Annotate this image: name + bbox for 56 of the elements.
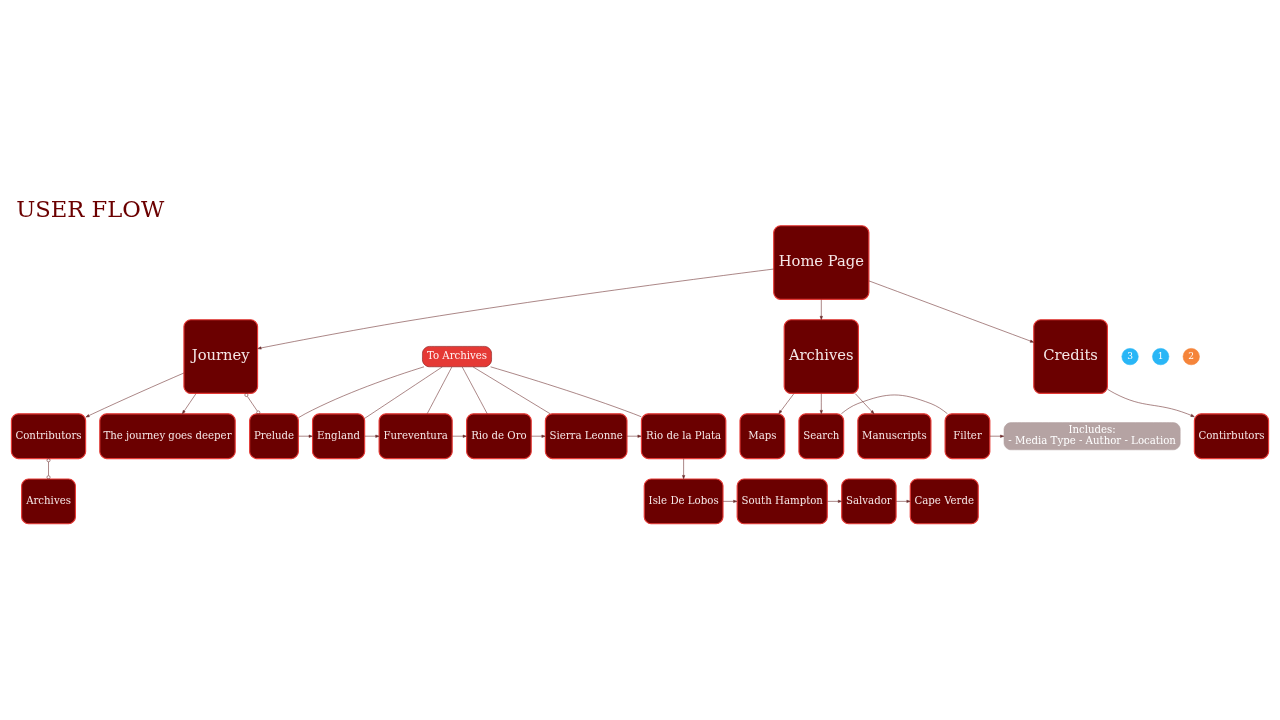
node-box: Credits [1033, 319, 1108, 394]
node-box: Prelude [249, 413, 299, 460]
node-box: South Hampton [736, 478, 828, 525]
node-box: Contirbutors [1193, 413, 1270, 460]
connector [364, 366, 443, 419]
arrow [364, 434, 380, 438]
node-box: Fureventura [378, 413, 453, 460]
arrow [855, 393, 875, 415]
node-circle: 1 [1152, 348, 1170, 366]
arrow [989, 434, 1005, 438]
node-circle: 2 [1182, 348, 1200, 366]
connector [461, 366, 488, 414]
connector [472, 366, 551, 414]
node-box: Rio de la Plata [640, 413, 727, 460]
node-box: Rio de Oro [466, 413, 532, 460]
node-box: Search [798, 413, 845, 460]
node-box: Cape Verde [909, 478, 979, 525]
node-circle: 3 [1121, 348, 1139, 366]
arrow [682, 458, 686, 480]
node-box: Journey [183, 319, 259, 394]
arrow [819, 393, 823, 415]
arrow [895, 499, 911, 503]
node-box: Salvador [841, 478, 897, 525]
connector [490, 366, 642, 418]
connector [46, 458, 51, 480]
node-box: Filter [944, 413, 991, 460]
node-box: England [311, 413, 366, 460]
node-box: To Archives [422, 346, 492, 368]
arrow [819, 299, 823, 320]
node-box: Includes: - Media Type - Author - Location [1003, 422, 1181, 451]
node-box: Isle De Lobos [643, 478, 724, 525]
node-box: Sierra Leonne [544, 413, 628, 460]
arrow [257, 268, 774, 350]
node-box: Contributors [10, 413, 87, 460]
arrow [182, 393, 197, 415]
connector [426, 366, 453, 414]
node-box: Archives [21, 478, 76, 525]
arrow [85, 372, 185, 418]
connector [298, 366, 425, 418]
node-box: Manuscripts [857, 413, 932, 460]
node-box: Home Page [773, 225, 870, 300]
arrow [451, 434, 467, 438]
connector [244, 393, 261, 415]
arrow [827, 499, 842, 503]
node-box: The journey goes deeper [99, 413, 236, 460]
arrow [722, 499, 738, 503]
arrow [778, 393, 795, 415]
arrow [531, 434, 546, 438]
connector [841, 394, 948, 415]
diagram-title: USER FLOW [16, 195, 165, 222]
node-box: Maps [739, 413, 786, 460]
node-box: Archives [783, 319, 859, 394]
arrow [868, 280, 1034, 343]
arrow [626, 434, 642, 438]
arrow [298, 434, 313, 438]
arrow [1107, 388, 1195, 417]
